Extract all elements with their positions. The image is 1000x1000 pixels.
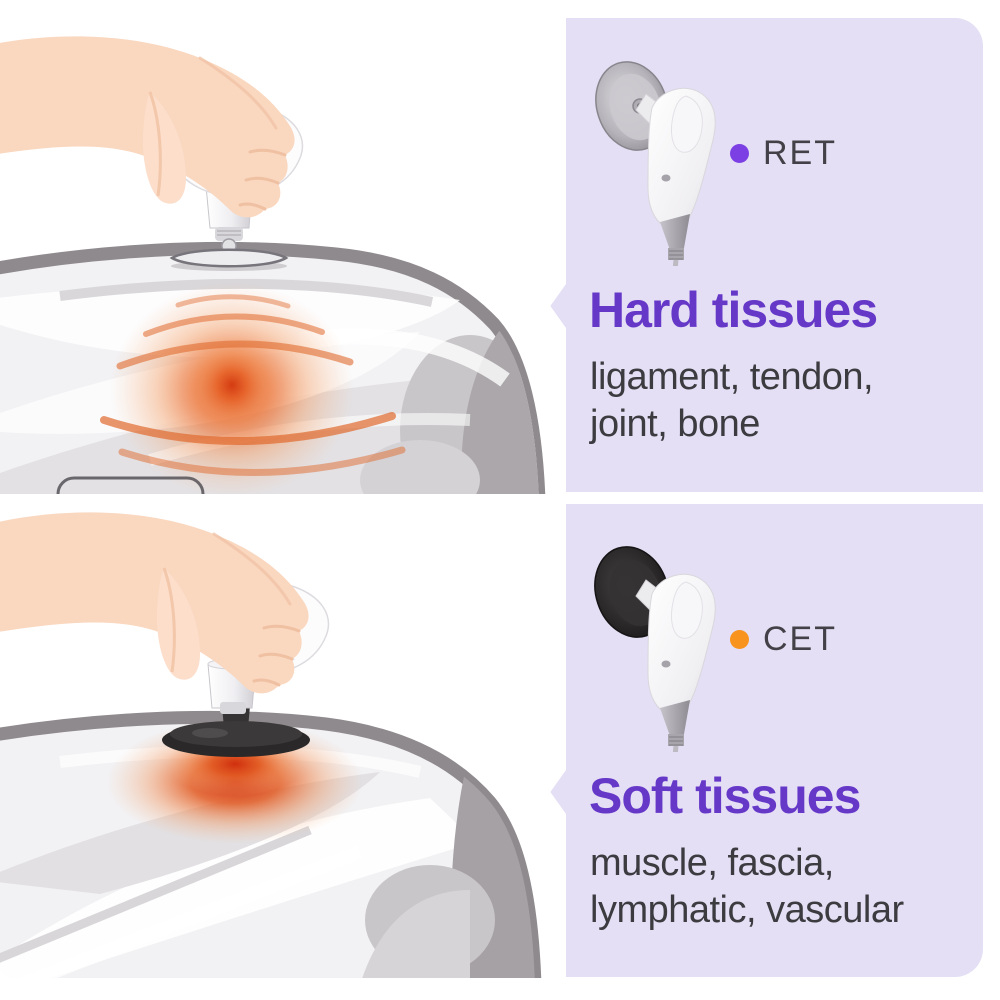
ret-description: ligament, tendon, joint, bone [590, 354, 874, 448]
energy-ripple-arcs [100, 294, 406, 476]
cet-probe-photo [594, 546, 716, 752]
ret-description-line-1: ligament, tendon, [590, 356, 874, 398]
thumb [156, 568, 200, 680]
ret-mode-row: RET [730, 136, 837, 170]
body-joint-shape [0, 241, 546, 494]
hand [0, 512, 309, 694]
hand [0, 36, 295, 218]
cet-heating-illustration [0, 500, 556, 978]
ret-info-panel: RET Hard tissues ligament, tendon, joint… [550, 18, 983, 492]
soft-tissues-title: Soft tissues [589, 768, 861, 824]
cet-description: muscle, fascia, lymphatic, vascular [590, 840, 904, 934]
cet-rubber-pad-electrode [162, 706, 310, 757]
ret-mode-dot [730, 143, 749, 163]
hard-tissues-title: Hard tissues [589, 282, 878, 338]
ret-illustration-graphic [0, 36, 546, 494]
ret-probe-photo [595, 61, 716, 266]
ret-mode-label: RET [763, 134, 837, 172]
cet-info-panel: CET Soft tissues muscle, fascia, lymphat… [550, 504, 983, 977]
cet-mode-row: CET [730, 622, 837, 656]
thumb [142, 92, 186, 204]
cet-illustration-graphic [0, 512, 542, 978]
deep-heat-glow [110, 282, 354, 494]
cet-mode-dot [730, 629, 749, 649]
body-tissue-shape [0, 710, 542, 978]
ret-heating-illustration [0, 0, 556, 494]
cet-mode-label: CET [763, 620, 837, 658]
cet-description-line-1: muscle, fascia, [590, 842, 834, 884]
probe-button [661, 660, 671, 668]
cet-description-line-2: lymphatic, vascular [590, 889, 904, 932]
probe-cable [672, 259, 679, 266]
probe-button [661, 174, 671, 182]
ret-description-line-2: joint, bone [590, 403, 760, 446]
probe-cable [672, 745, 679, 752]
